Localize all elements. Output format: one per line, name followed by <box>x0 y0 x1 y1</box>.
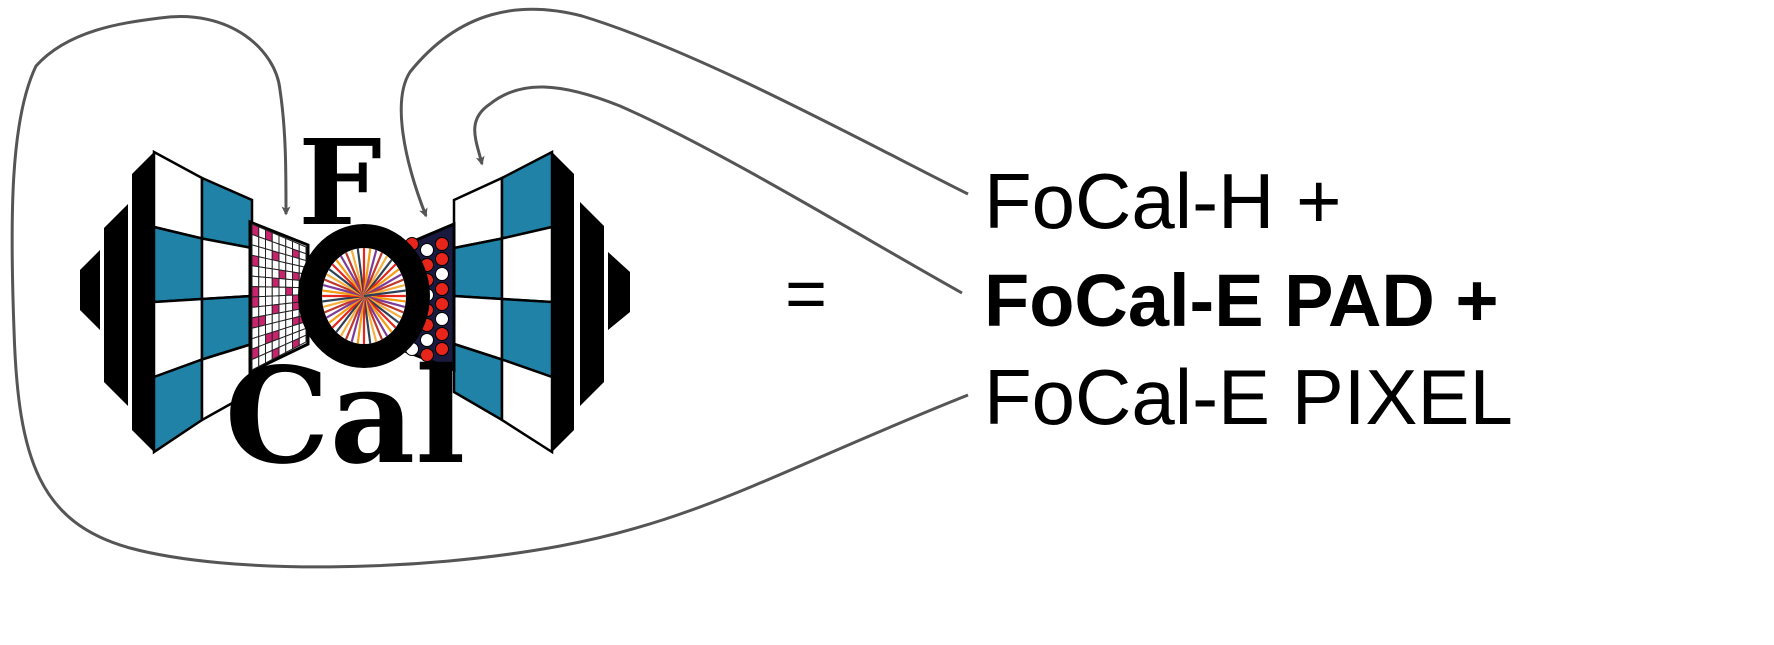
hcal-left-cell <box>154 227 202 302</box>
pad-cell <box>293 272 300 280</box>
pad-cell <box>266 258 273 269</box>
pad-cell <box>266 277 273 287</box>
pad-cell <box>266 296 273 306</box>
pad-cell <box>279 295 286 304</box>
pad-cell <box>252 255 259 266</box>
hcal-right-outer-bar-2 <box>580 202 604 406</box>
hcal-right-cell <box>502 152 552 239</box>
hcal-left-outer-bar-3 <box>80 250 100 330</box>
pad-cell <box>252 287 259 297</box>
pad-cell <box>272 296 279 305</box>
pad-cell <box>272 260 279 270</box>
pad-cell <box>259 257 266 268</box>
pad-cell <box>259 287 266 297</box>
pad-cell <box>266 287 273 297</box>
pad-cell <box>279 279 286 288</box>
pixel-dot <box>436 253 449 266</box>
pad-cell <box>259 306 266 317</box>
hcal-left-outer-bar-2 <box>104 204 128 406</box>
equation-terms: FoCal-H + FoCal-E PAD + FoCal-E PIXEL <box>984 157 1513 441</box>
pad-cell <box>266 268 273 278</box>
hcal-right-outer-bar-1 <box>552 152 574 452</box>
pixel-dot <box>436 313 449 326</box>
pad-cell <box>272 278 279 287</box>
pad-cell <box>252 276 259 287</box>
term-focal-h: FoCal-H + <box>984 157 1342 245</box>
pad-cell <box>293 280 300 288</box>
hcal-right-module <box>454 152 630 452</box>
equals-sign: = <box>785 254 827 334</box>
pixel-dot <box>421 244 434 257</box>
term-focal-e-pad: FoCal-E PAD + <box>984 259 1499 342</box>
hcal-right-cell <box>502 360 552 453</box>
letter-o-glyph: o <box>0 0 1 1</box>
term-focal-e-pixel: FoCal-E PIXEL <box>984 353 1513 441</box>
focal-logo: F o Cal <box>0 0 630 494</box>
hcal-left-cell <box>202 178 252 248</box>
logo-letters-cal: Cal <box>225 339 466 494</box>
pad-cell <box>272 287 279 296</box>
pad-cell <box>279 261 286 271</box>
hcal-right-outer-bar-3 <box>608 252 630 330</box>
hcal-left-cell <box>154 360 202 453</box>
pad-cell <box>259 267 266 278</box>
hcal-left-outer-bar-1 <box>132 152 154 452</box>
pad-cell <box>259 277 266 287</box>
pad-cell <box>286 271 293 280</box>
pad-cell <box>252 297 259 308</box>
hcal-right-cell <box>454 239 502 300</box>
pixel-dot <box>436 298 449 311</box>
pad-cell <box>259 296 266 306</box>
hcal-left-cell <box>154 152 202 239</box>
pad-cell <box>272 269 279 279</box>
pad-cell <box>286 279 293 287</box>
pad-cell <box>279 287 286 296</box>
hcal-left-cell <box>202 239 252 300</box>
hcal-right-checkerboard <box>454 152 552 452</box>
pad-cell <box>286 287 293 295</box>
pixel-dot <box>436 238 449 251</box>
hcal-right-cell <box>454 178 502 248</box>
pad-cell <box>252 307 259 318</box>
hcal-right-cell <box>502 227 552 302</box>
pad-cell <box>286 295 293 303</box>
pixel-dot <box>436 283 449 296</box>
pixel-dot <box>436 268 449 281</box>
pad-cell <box>279 270 286 279</box>
pad-cell <box>252 266 259 277</box>
